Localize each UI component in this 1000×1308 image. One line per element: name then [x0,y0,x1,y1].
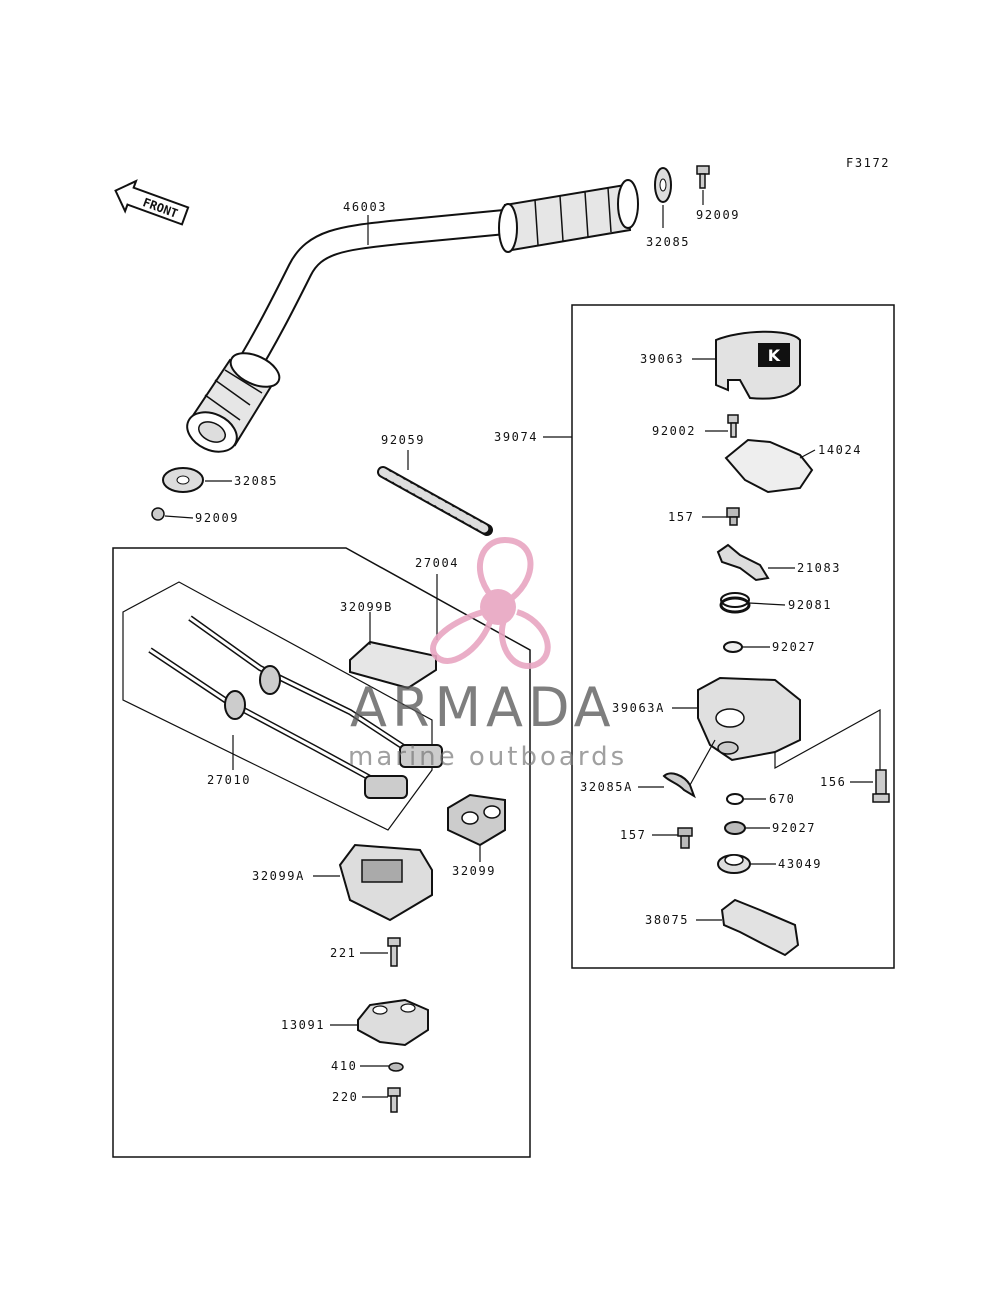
housing-32099A [338,843,433,922]
part-label-92059: 92059 [381,433,426,447]
bolt-220 [387,1087,401,1113]
front-arrow-icon: FRONT [114,179,190,226]
screw-92009-top [696,165,710,189]
part-label-43049: 43049 [778,857,823,871]
svg-text:K: K [768,346,781,365]
screw-92009-left [151,507,165,521]
part-label-39074: 39074 [494,430,539,444]
part-label-39063A: 39063A [612,701,665,715]
part-label-221: 221 [330,946,357,960]
part-label-27004: 27004 [415,556,460,570]
figure-code: F3172 [846,156,891,170]
seal-43049 [717,854,751,874]
nut-92027-b [724,821,746,835]
end-cap-32085-top [654,167,672,203]
part-label-92009-left: 92009 [195,511,240,525]
tube-92059 [377,466,493,536]
screw-92002 [727,414,739,438]
bolt-157-b [677,827,693,849]
ring-670 [726,793,744,805]
leader-lines [164,190,873,1098]
part-label-92009-top: 92009 [696,208,741,222]
part-label-32099: 32099 [452,864,497,878]
part-label-32099B: 32099B [340,600,393,614]
washer-92027-a [723,641,743,653]
bracket-21083 [716,543,770,582]
bolt-157-a [726,507,740,526]
cover-39063: K [715,330,801,400]
handlebar-46003 [186,179,639,453]
assembly-box-left [112,547,531,1158]
housing-39063A [697,676,881,782]
part-label-670: 670 [769,792,796,806]
watermark-propeller-icon [430,536,551,669]
watermark-title: ARMADA [350,676,616,739]
screw-221 [387,937,401,967]
part-label-157-b: 157 [620,828,647,842]
part-label-410: 410 [331,1059,358,1073]
part-label-14024: 14024 [818,443,863,457]
part-label-27010: 27010 [207,773,252,787]
part-label-32099A: 32099A [252,869,305,883]
part-label-39063: 39063 [640,352,685,366]
grommet-32099 [447,793,506,847]
spring-92081 [719,592,751,614]
part-label-13091: 13091 [281,1018,326,1032]
part-label-92002: 92002 [652,424,697,438]
cable-27010 [148,615,443,799]
part-label-156: 156 [820,775,847,789]
part-label-92027-b: 92027 [772,821,817,835]
part-label-21083: 21083 [797,561,842,575]
clamp-13091 [357,998,429,1047]
end-cap-32085-left [162,467,204,493]
lever-38075 [720,898,800,957]
part-label-220: 220 [332,1090,359,1104]
clip-32085A [662,739,716,799]
part-label-32085-left: 32085 [234,474,279,488]
part-label-38075: 38075 [645,913,690,927]
watermark-subtitle: marine outboards [348,742,628,772]
plate-14024 [724,438,814,494]
part-label-32085A: 32085A [580,780,633,794]
part-label-157-a: 157 [668,510,695,524]
part-label-92027-a: 92027 [772,640,817,654]
part-label-92081: 92081 [788,598,833,612]
bolt-156 [872,769,890,803]
part-label-32085-top: 32085 [646,235,691,249]
washer-410 [388,1062,404,1072]
assembly-box-39074 [543,304,895,969]
part-label-46003: 46003 [343,200,388,214]
